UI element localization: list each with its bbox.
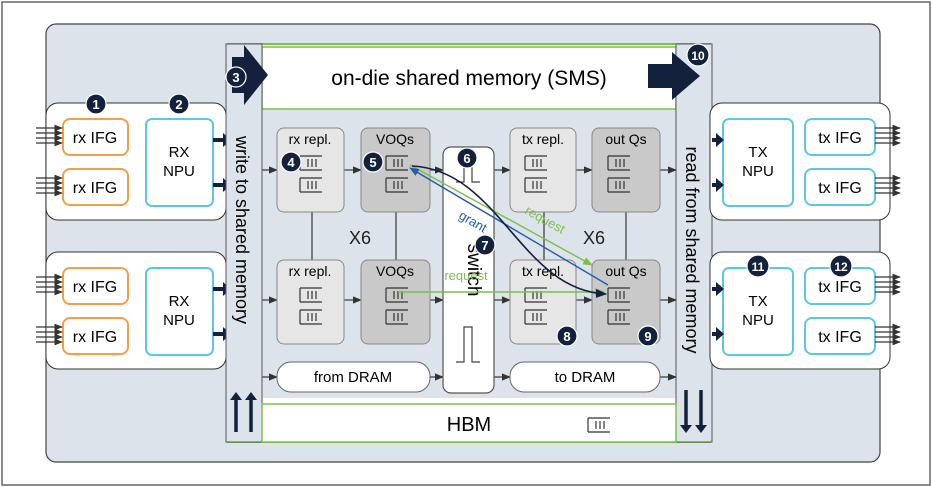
tx-npu-label: TX <box>748 144 767 161</box>
to-dram-box <box>509 361 661 393</box>
write-up-arrowheads <box>230 392 257 400</box>
step-number: 2 <box>175 97 182 112</box>
write-arrow-to-sms <box>232 45 268 105</box>
step-marker-6: 6 <box>456 147 478 169</box>
step-marker-10: 10 <box>686 43 710 67</box>
voqs-label: VOQs <box>376 263 414 279</box>
tx-ifg-label: tx IFG <box>818 130 862 147</box>
out-qs-label: out Qs <box>605 263 646 279</box>
rx-ifg-box <box>62 168 129 206</box>
rx-unit-bottom: rx IFG rx IFG RX NPU <box>45 251 227 370</box>
write-bar-label: write to shared memory <box>232 135 252 324</box>
rx-repl-label: rx repl. <box>289 131 332 147</box>
out-qs-label: out Qs <box>605 131 646 147</box>
sms-to-read-arrow <box>648 52 700 100</box>
step-markers: 1 2 3 4 5 6 7 8 <box>85 43 853 347</box>
rx-npu-box <box>145 118 214 207</box>
rx-repl-label: rx repl. <box>289 263 332 279</box>
ingress-port-arrows <box>36 124 63 346</box>
rx-ifg-label: rx IFG <box>73 279 117 296</box>
from-dram-label: from DRAM <box>314 369 392 386</box>
tx-ifg-box <box>804 317 876 355</box>
tx-npu-box <box>722 118 794 207</box>
step-marker-7: 7 <box>474 234 496 256</box>
tx-unit-top: TX NPU tx IFG tx IFG <box>709 102 891 221</box>
rx-ifg-box <box>62 118 129 156</box>
step-number: 7 <box>481 238 488 253</box>
tx-ifg-label: tx IFG <box>818 279 862 296</box>
step-number: 10 <box>691 49 705 63</box>
sms-label: on-die shared memory (SMS) <box>331 67 606 90</box>
tx-npu-label: TX <box>748 293 767 310</box>
from-dram-box <box>276 361 431 393</box>
step-marker-8: 8 <box>556 325 578 347</box>
tx-npu-label: NPU <box>742 163 774 180</box>
read-down-arrows <box>684 390 703 428</box>
rx-npu-label: RX <box>169 293 190 310</box>
read-bar <box>675 43 713 443</box>
step-marker-1: 1 <box>85 93 107 115</box>
step-number: 1 <box>92 97 99 112</box>
write-up-arrows <box>234 398 253 432</box>
switch-pulse-bottom <box>456 326 480 363</box>
step-number: 11 <box>752 260 765 274</box>
bottom-pipeline-row: rx repl. VOQs tx repl. out Qs <box>276 259 661 345</box>
step-marker-12: 12 <box>829 254 853 278</box>
step-number: 4 <box>287 155 295 170</box>
grant-arrow <box>409 167 609 286</box>
tx-ifg-box <box>804 118 876 156</box>
tx-unit-bottom: TX NPU tx IFG tx IFG <box>709 251 891 370</box>
write-bar <box>225 43 263 443</box>
x6-label-right: X6 <box>583 228 605 248</box>
rx-ifg-label: rx IFG <box>73 180 117 197</box>
step-number: 3 <box>232 70 239 85</box>
switch-block <box>442 146 495 394</box>
step-marker-9: 9 <box>637 325 659 347</box>
x6-label-left: X6 <box>349 228 371 248</box>
step-marker-2: 2 <box>168 93 190 115</box>
data-path-arrow <box>411 165 608 298</box>
step-marker-11: 11 <box>746 254 770 278</box>
step-marker-5: 5 <box>362 151 384 173</box>
rx-ifg-label: rx IFG <box>73 329 117 346</box>
tx-ifg-label: tx IFG <box>818 180 862 197</box>
step-marker-4: 4 <box>280 151 302 173</box>
step-number: 8 <box>563 329 570 344</box>
rx-ifg-label: rx IFG <box>73 130 117 147</box>
tx-npu-label: NPU <box>742 312 774 329</box>
read-down-arrowheads <box>680 425 707 433</box>
rx-ifg-box <box>62 317 129 355</box>
voqs-label: VOQs <box>376 131 414 147</box>
rx-unit-top: rx IFG rx IFG RX NPU <box>45 102 227 221</box>
switch-label: switch <box>463 244 484 297</box>
hbm-box <box>261 403 677 443</box>
rx-npu-label: RX <box>169 144 190 161</box>
step-number: 12 <box>834 260 848 274</box>
to-dram-label: to DRAM <box>555 369 616 386</box>
pipeline-flow-arrows <box>262 166 677 381</box>
step-number: 6 <box>463 151 470 166</box>
rx-npu-label: NPU <box>163 163 195 180</box>
tx-ifg-box <box>804 168 876 206</box>
tx-repl-label: tx repl. <box>522 131 564 147</box>
top-pipeline-row: rx repl. VOQs tx repl. out Qs <box>276 127 661 213</box>
step-number: 5 <box>369 155 376 170</box>
read-bar-label: read from shared memory <box>682 146 702 353</box>
tx-ifg-label: tx IFG <box>818 329 862 346</box>
rx-npu-box <box>145 267 214 356</box>
step-marker-3: 3 <box>225 66 247 88</box>
rx-ifg-box <box>62 267 129 305</box>
rx-npu-label: NPU <box>163 312 195 329</box>
hbm-label: HBM <box>447 414 491 436</box>
tx-npu-input-arrows <box>712 133 724 341</box>
request-label-bottom: request <box>444 268 488 283</box>
egress-port-arrows <box>875 124 901 346</box>
step-number: 9 <box>644 329 651 344</box>
request-arrow-top <box>409 164 593 266</box>
sms-box <box>261 46 677 110</box>
